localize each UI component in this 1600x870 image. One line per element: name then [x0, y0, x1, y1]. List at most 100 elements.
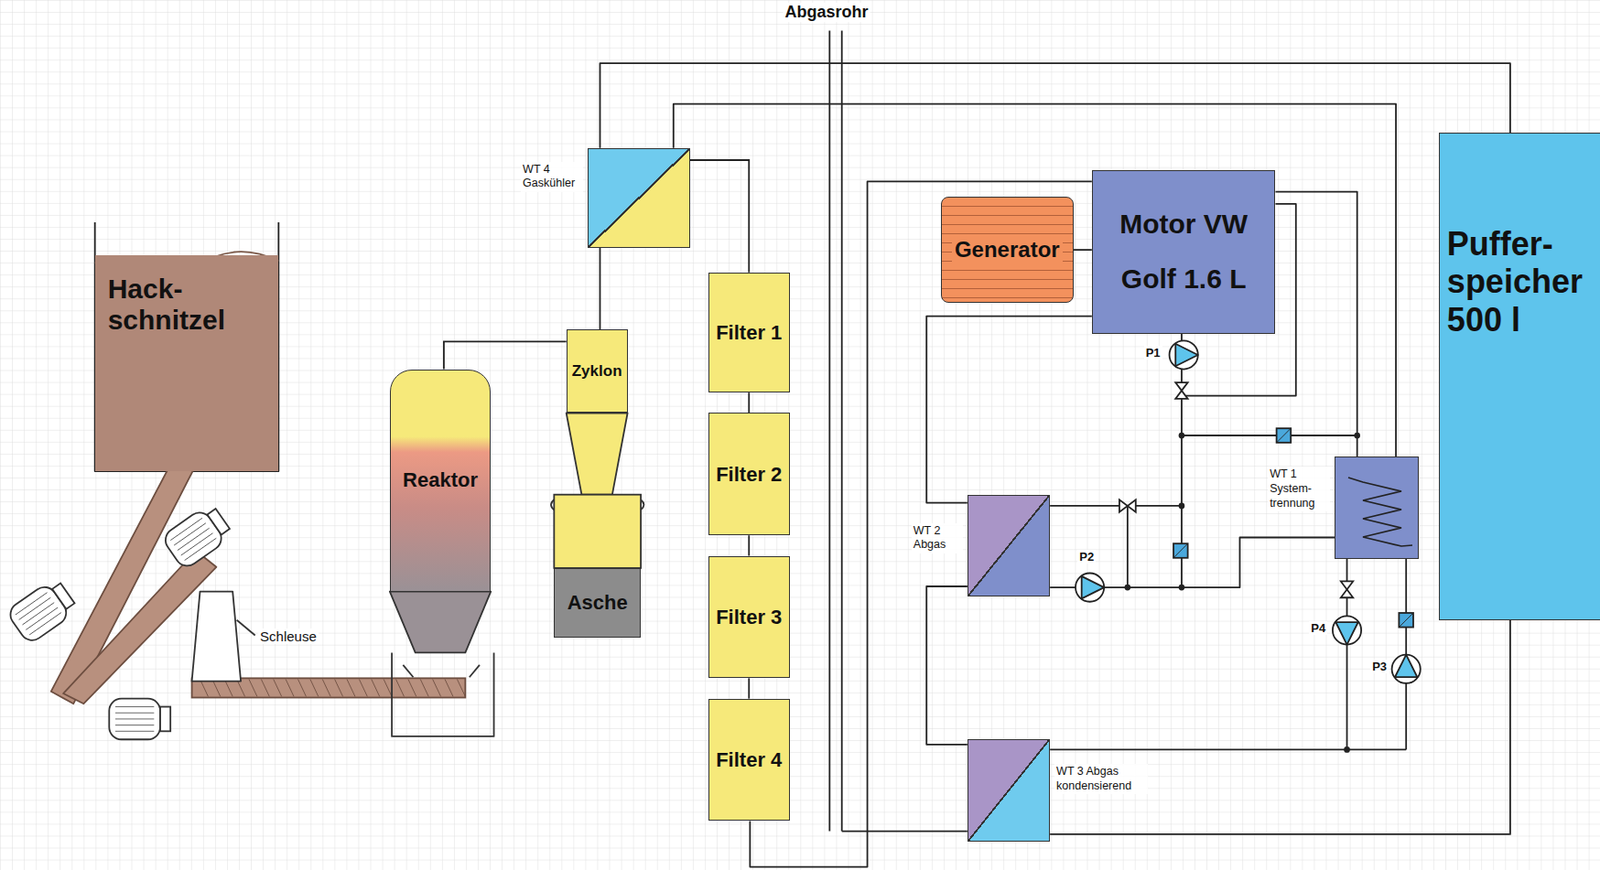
component-label: WT 4 Gaskühler: [520, 162, 584, 193]
motor-flange: [160, 707, 171, 733]
pipe-line: [1181, 434, 1358, 437]
cyclone-cone: [566, 412, 628, 495]
heat-exchanger: WT 2 Abgas: [967, 495, 1050, 597]
component-name: Generator: [951, 237, 1063, 263]
component-name: Filter 1: [715, 321, 782, 345]
pump-symbol: [1392, 655, 1421, 684]
pump-impeller: [1175, 344, 1199, 368]
screw-thread: [260, 679, 270, 697]
component-label: WT 2 Abgas: [911, 523, 963, 554]
motor-fin: [115, 706, 154, 708]
screw-thread: [346, 679, 356, 697]
pipe-line: [1126, 506, 1129, 588]
gas-pipe-connector: [599, 248, 602, 330]
screw-thread: [310, 679, 319, 697]
plant-component: Reaktor: [389, 369, 491, 593]
gas-pipe-connector: [1073, 248, 1092, 251]
reactor-grate: [402, 665, 413, 678]
pipe-line: [1275, 192, 1357, 458]
screw-thread: [358, 679, 368, 697]
reactor-base-frame: [391, 652, 494, 736]
component-label: WT 3 Abgas kondensierend: [1054, 764, 1148, 795]
pump-label: P2: [1077, 550, 1096, 564]
screw-thread: [396, 679, 405, 697]
pump-impeller: [1335, 622, 1359, 646]
sensor-square: [1276, 428, 1292, 444]
motor-fin: [184, 538, 217, 561]
heat-exchanger: WT 4 Gaskühler: [587, 148, 690, 249]
plant-component: Filter 4: [708, 699, 790, 822]
pipe-line: [1049, 505, 1182, 508]
valve-symbol: [1340, 581, 1353, 598]
component-name: Zyklon: [572, 362, 623, 381]
plant-component: Filter 1: [708, 272, 790, 394]
rotary-valve-housing: [192, 592, 242, 682]
plant-component: Zyklon: [566, 329, 628, 413]
component-name: Filter 2: [715, 463, 782, 487]
junction-dot: [1124, 584, 1132, 592]
plant-component: Hack- schnitzel: [95, 255, 280, 472]
junction-dot: [1343, 746, 1351, 754]
screw-thread: [408, 679, 417, 697]
pipe-line: [842, 831, 968, 833]
screw-thread: [322, 679, 331, 697]
component-name: Hack- schnitzel: [108, 273, 246, 337]
leader-line: [237, 620, 256, 637]
gas-pipe-connector: [690, 160, 750, 273]
illustration-group: [5, 30, 1511, 867]
screw-thread: [383, 679, 392, 697]
junction-dot: [1353, 432, 1361, 440]
screw-thread: [273, 679, 282, 697]
part-label: Schleuse: [258, 628, 319, 645]
motor-fin: [115, 718, 154, 720]
motor-body: [108, 699, 161, 741]
gas-pipe-connector: [747, 678, 750, 699]
drive-motor: [5, 576, 79, 646]
junction-dot: [1178, 432, 1186, 440]
pipe-line: [1049, 748, 1406, 751]
plant-component: Generator: [940, 196, 1074, 303]
motor-fin: [115, 731, 154, 733]
screw-thread: [432, 679, 442, 697]
plant-component: Puffer- speicher 500 l: [1438, 132, 1600, 621]
valve-symbol: [1175, 382, 1188, 400]
sensor-mark: [1398, 613, 1414, 628]
reactor-grate: [469, 665, 480, 678]
component-name: Reaktor: [402, 468, 478, 492]
pump-symbol: [1169, 340, 1199, 369]
pump-label: P3: [1370, 659, 1389, 674]
pump-impeller: [1081, 576, 1105, 600]
drive-motor: [108, 699, 171, 741]
coil-winding: [1348, 477, 1413, 547]
pipe-line: [600, 63, 1511, 149]
plant-component: Filter 3: [708, 556, 790, 680]
ash-bin: [553, 495, 641, 569]
pump-symbol: [1332, 616, 1362, 645]
motor-fin: [115, 713, 154, 714]
coil-symbol: [1335, 457, 1417, 558]
pipe-line: [841, 30, 844, 832]
motor-flange: [206, 508, 229, 535]
pump-label: P4: [1308, 621, 1328, 636]
junction-dot: [1178, 584, 1186, 592]
pipe-line: [828, 30, 831, 832]
valve-symbol: [1119, 499, 1136, 512]
sensor-square: [1173, 543, 1189, 559]
screw-thread: [444, 679, 454, 697]
gas-pipe-connector: [747, 535, 750, 556]
sensor-mark: [1276, 428, 1292, 444]
pump-impeller: [1394, 655, 1418, 679]
pipe-line: [926, 316, 1092, 504]
screw-thread: [420, 679, 429, 697]
component-name: Motor VW Golf 1.6 L: [1105, 196, 1262, 307]
ash-bin-clamp: [551, 499, 644, 510]
pipe-line: [749, 181, 1092, 867]
motor-flange: [52, 583, 75, 609]
pump-label: P1: [1144, 345, 1163, 360]
sensor-square: [1398, 613, 1414, 628]
screw-thread: [298, 679, 307, 697]
sensor-mark: [1173, 543, 1189, 559]
pipe-line: [1049, 620, 1511, 835]
